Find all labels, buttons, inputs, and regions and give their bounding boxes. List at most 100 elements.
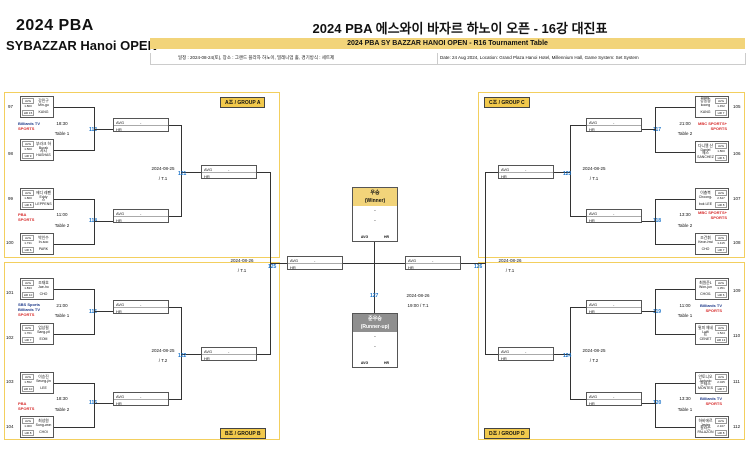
- sports-logo: SPORTS: [710, 215, 728, 220]
- hr-label: HR: [116, 401, 122, 406]
- player-card[interactable]: AVG 1.500 부라크 하샤시 HR 9 Burak HASHAS: [20, 139, 54, 161]
- score-box[interactable]: AVG- HR: [405, 256, 461, 270]
- player-hr: HR 15: [22, 110, 34, 116]
- score-box[interactable]: AVG- HR: [113, 209, 169, 223]
- player-name-en: Javier PALAZON: [697, 423, 714, 434]
- match-number: 126: [474, 264, 483, 270]
- player-card[interactable]: AVG 1.800 에디 레펜스 HR 8 Eddy LEPPENS: [20, 188, 54, 210]
- match-table: Table 2: [54, 223, 70, 228]
- sports-logo: SPORTS: [18, 217, 35, 222]
- seed-number: 102: [6, 335, 14, 340]
- score-box[interactable]: AVG- HR: [586, 392, 642, 406]
- match-number: 121: [178, 171, 187, 177]
- score-box[interactable]: AVG- HR: [201, 347, 257, 361]
- score-value: -: [140, 120, 142, 125]
- player-card[interactable]: AVG 1.552 이승진 HR 10 Seung-jin LEE: [20, 372, 54, 394]
- player-card[interactable]: AVG 2.647 이충복 HR 8 Choong-bok LEE: [695, 188, 729, 210]
- player-hr: HR 7: [715, 247, 727, 253]
- avg-label: AVG: [501, 167, 510, 172]
- hr-label: HR: [589, 309, 595, 314]
- player-card[interactable]: AVG 1.800 강민구 HR 15 Min-gu KANG: [20, 96, 54, 118]
- seed-number: 108: [733, 240, 741, 245]
- bracket-line: [656, 289, 695, 290]
- score-box[interactable]: AVG- HR: [586, 209, 642, 223]
- divider: [437, 53, 438, 65]
- hr-label: HR: [204, 174, 210, 179]
- score-box[interactable]: AVG- HR: [498, 165, 554, 179]
- player-name-en: Choong-bok LEE: [698, 195, 713, 206]
- match-table: Table 1: [54, 131, 70, 136]
- avg-label: AVG: [116, 302, 125, 307]
- hr-label: HR: [589, 401, 595, 406]
- player-card[interactable]: AVG 2.167 하비에르 팔라존 HR 8 Javier PALAZON: [695, 416, 729, 438]
- player-card[interactable]: AVG 1.000 최성원 HR 8 Sung-won CHOI: [20, 416, 54, 438]
- score-box[interactable]: AVG- HR: [498, 347, 554, 361]
- seed-number: 110: [733, 333, 741, 338]
- score-value: -: [525, 349, 527, 354]
- player-card[interactable]: AVG 1.415 조건휘 HR 7 Keon-hwi CHO: [695, 233, 729, 255]
- score-box[interactable]: AVG- HR: [113, 392, 169, 406]
- avg-label: AVG: [589, 211, 598, 216]
- score-box[interactable]: AVG- HR: [201, 165, 257, 179]
- runner-up-box[interactable]: 준우승 (Runner-up) - - AVG HR: [352, 313, 398, 368]
- bracket-line: [570, 125, 571, 217]
- seed-number: 107: [733, 196, 741, 201]
- bracket-line: [94, 383, 95, 428]
- match-date: 2024-08-26: [230, 258, 254, 263]
- player-avg: AVG 1.415: [715, 235, 727, 245]
- bracket-line: [94, 311, 113, 312]
- player-card[interactable]: AVG 1.524 륏피 체네트 HR 13 Lutfi CENET: [695, 323, 729, 345]
- player-name: 이승진: [38, 375, 49, 379]
- avg-label: AVG: [116, 211, 125, 216]
- player-avg: AVG 2.647: [715, 190, 727, 200]
- bracket-line: [343, 263, 405, 264]
- avg-label: AVG: [290, 258, 299, 263]
- match-table: Table 1: [677, 313, 693, 318]
- sports-logo: SPORTS: [18, 126, 35, 131]
- group-b-label: B조 / GROUP B: [220, 428, 266, 439]
- bracket-line: [181, 172, 201, 173]
- player-card[interactable]: AVG 1.833 조재호 HR 10 Jae-ho CHO: [20, 278, 54, 300]
- runner-up-label: 준우승: [368, 316, 382, 322]
- bracket-line: [461, 263, 485, 264]
- pba-logo: PBA: [18, 212, 27, 217]
- bracket-line: [655, 107, 656, 153]
- player-card[interactable]: AVG 1.800 다니엘 산체스 HR 6 Daniel SANCHEZ: [695, 141, 729, 163]
- bracket-line: [169, 125, 181, 126]
- avg-label: AVG: [501, 349, 510, 354]
- score-box[interactable]: AVG- HR: [586, 118, 642, 132]
- score-value: -: [613, 302, 615, 307]
- player-name: 조재호: [38, 281, 49, 285]
- bracket-line: [570, 216, 586, 217]
- player-name: 강동궁: [700, 99, 711, 103]
- score-value: -: [140, 302, 142, 307]
- bracket-line: [570, 307, 586, 308]
- divider: [150, 53, 151, 65]
- score-box[interactable]: AVG- HR: [586, 300, 642, 314]
- bracket-line: [655, 199, 656, 245]
- runner-up-stats: AVG HR: [353, 361, 397, 365]
- score-box[interactable]: AVG- HR: [113, 118, 169, 132]
- avg-label: AVG: [360, 235, 369, 239]
- match-table: 19:00 / T.1: [407, 303, 429, 308]
- player-name: 강민구: [38, 99, 49, 103]
- player-name: 엄상필: [38, 326, 49, 330]
- match-number: 117: [653, 127, 662, 133]
- player-card[interactable]: AVG 1.351 최원준1 HR 6 Won-jun CHOI1: [695, 278, 729, 300]
- match-time: 11:00: [56, 212, 68, 217]
- score-value: -: [432, 258, 434, 263]
- winner-box[interactable]: 우승 (Winner) - - AVG HR: [352, 187, 398, 242]
- schedule-info-en: Date: 24 Aug 2024, Location: Grand Plaza…: [440, 55, 639, 60]
- score-value: -: [525, 167, 527, 172]
- hr-label: HR: [384, 235, 390, 239]
- mbc-sports-logo: MBC SPORTS+: [698, 121, 728, 126]
- player-card[interactable]: AVG 2.045 안토니오 몬테스 HR 7 Antonio MONTES: [695, 372, 729, 394]
- score-box[interactable]: AVG- HR: [287, 256, 343, 270]
- player-card[interactable]: AVG 1.761 엄상필 HR 7 Sang-pil EOM: [20, 323, 54, 345]
- player-avg: AVG 1.351: [715, 280, 727, 290]
- player-card[interactable]: AVG 1.452 강동궁 HR 7 Dong-koong KANG: [695, 96, 729, 118]
- score-box[interactable]: AVG- HR: [113, 300, 169, 314]
- player-name-en: Dong-koong KANG: [700, 96, 711, 114]
- match-number: 127: [370, 293, 379, 299]
- player-card[interactable]: AVG 1.731 박인수 HR 6 In-soo PARK: [20, 233, 54, 255]
